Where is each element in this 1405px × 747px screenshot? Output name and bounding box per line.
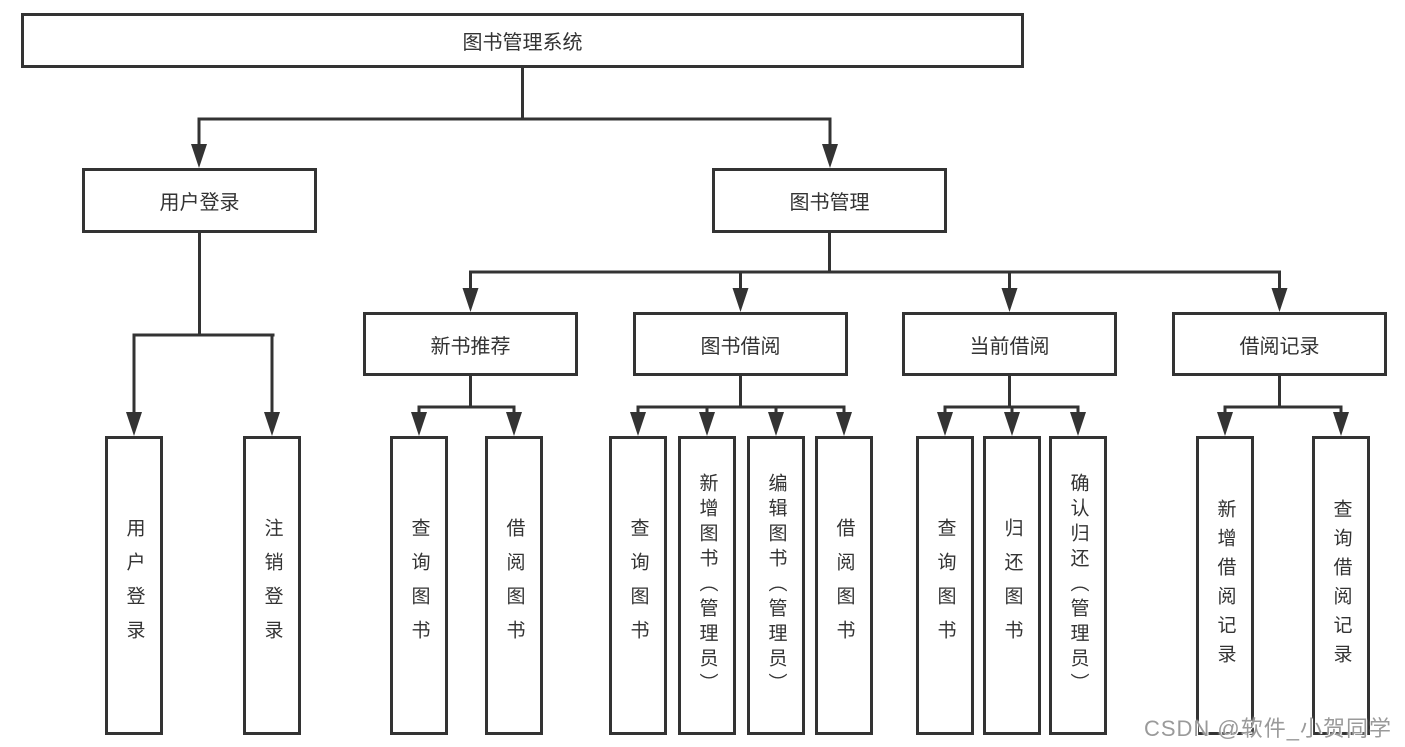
leaf-query-borrow-record: 查询借阅记录	[1312, 436, 1370, 735]
edge-book-mgmt-to-level3	[469, 233, 1281, 291]
edge-root-to-level2	[197, 68, 832, 147]
leaf-confirm-return-admin: 确认归还（管理员）	[1049, 436, 1107, 735]
leaf-query-books-rec: 查询图书	[390, 436, 448, 735]
arrowheads-level3	[462, 288, 1288, 312]
leaf-query-books-current: 查询图书	[916, 436, 974, 735]
node-user-login-branch: 用户登录	[82, 168, 317, 233]
leaf-add-borrow-record: 新增借阅记录	[1196, 436, 1254, 735]
node-borrowing-records: 借阅记录	[1172, 312, 1387, 376]
arrowheads-book-borrow	[630, 412, 852, 436]
edge-user-login-branch	[132, 233, 275, 415]
leaf-borrow-books-rec: 借阅图书	[485, 436, 543, 735]
edge-new-book-rec-leaves	[417, 376, 516, 416]
arrowheads-user-login-leaves	[126, 412, 280, 436]
arrowheads-current-borrow	[937, 412, 1086, 436]
edge-current-borrow-leaves	[943, 376, 1080, 416]
leaf-add-books-admin: 新增图书（管理员）	[678, 436, 736, 735]
node-new-book-recommendation: 新书推荐	[363, 312, 578, 376]
node-book-borrowing: 图书借阅	[633, 312, 848, 376]
edge-borrow-record-leaves	[1223, 376, 1343, 416]
leaf-edit-books-admin: 编辑图书（管理员）	[747, 436, 805, 735]
leaf-logout: 注销登录	[243, 436, 301, 735]
edge-book-borrow-leaves	[636, 376, 846, 416]
node-library-management-system: 图书管理系统	[21, 13, 1024, 68]
node-current-borrowing: 当前借阅	[902, 312, 1117, 376]
csdn-watermark: CSDN @软件_小贺同学	[1143, 716, 1392, 741]
leaf-user-login: 用户登录	[105, 436, 163, 735]
leaf-return-books: 归还图书	[983, 436, 1041, 735]
arrowheads-new-book-rec	[411, 412, 522, 436]
arrowheads-level2	[191, 144, 838, 168]
leaf-borrow-books: 借阅图书	[815, 436, 873, 735]
arrowheads-borrow-record	[1217, 412, 1349, 436]
leaf-query-books-borrow: 查询图书	[609, 436, 667, 735]
node-book-management-branch: 图书管理	[712, 168, 947, 233]
